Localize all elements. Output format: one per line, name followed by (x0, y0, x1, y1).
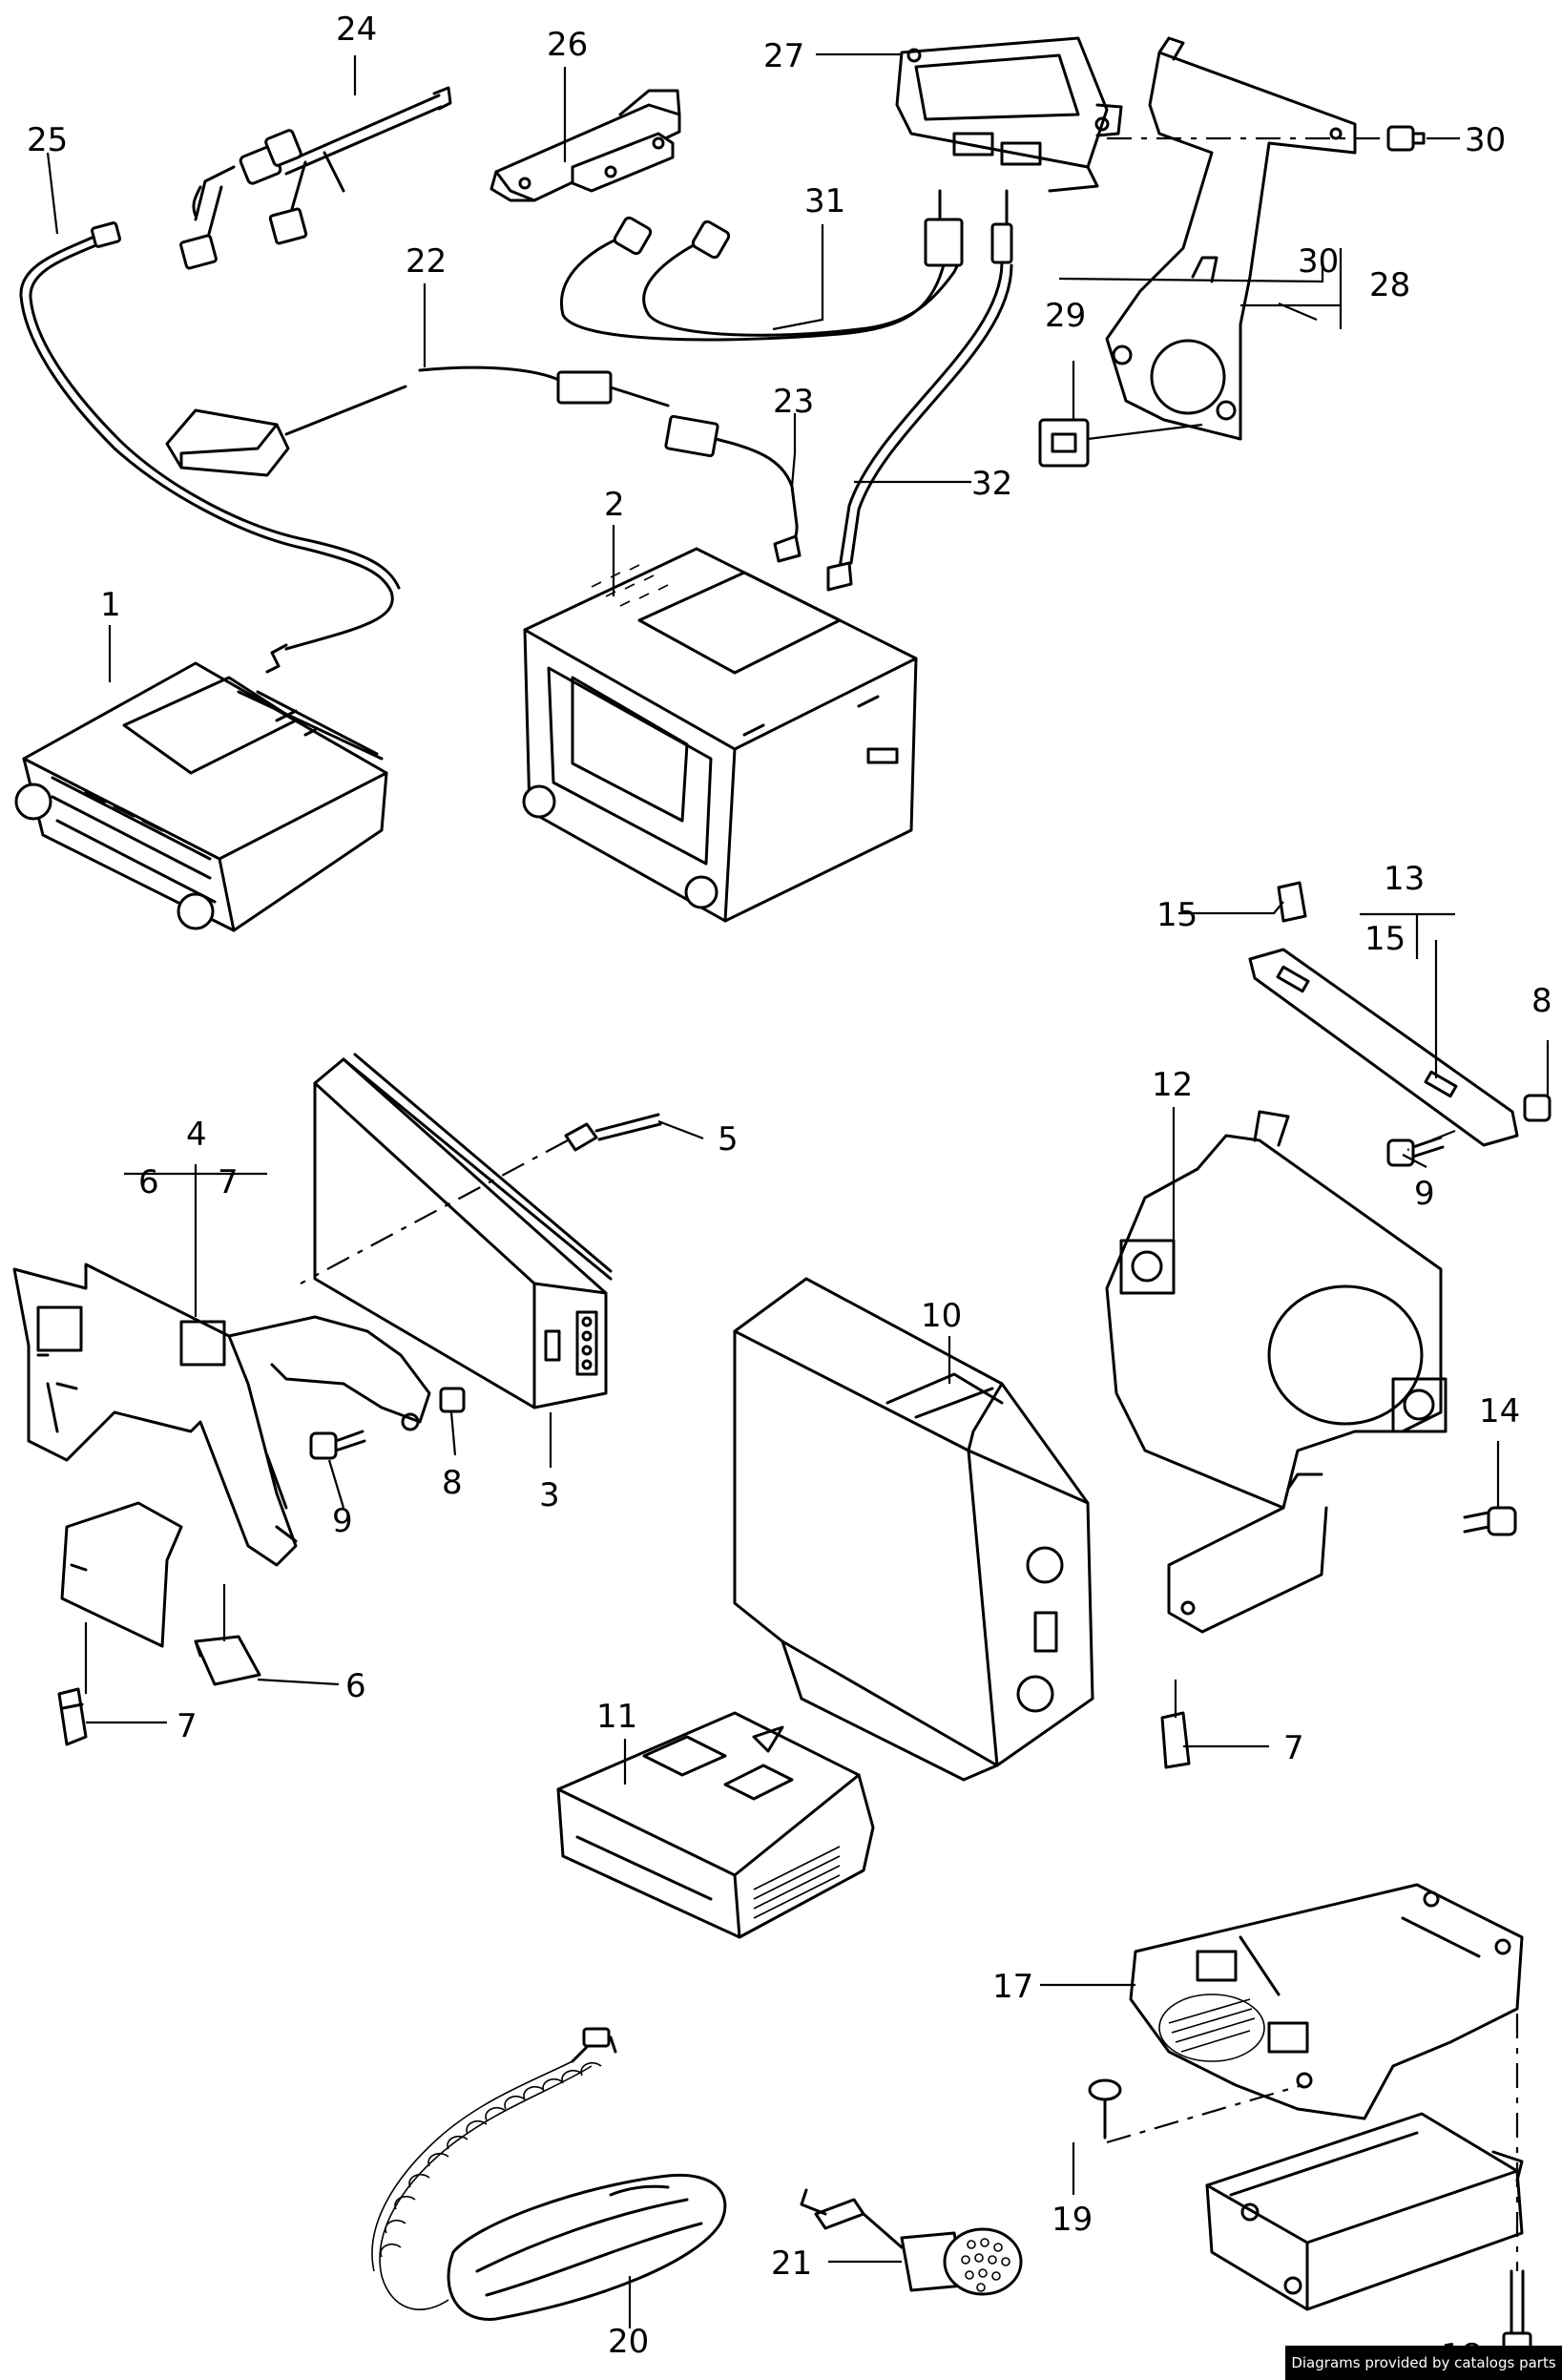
part-1-radio (14, 661, 388, 932)
callout-labels: 24 26 27 25 31 22 23 32 1 2 30 30 28 29 … (27, 10, 1552, 2375)
part-12-bracket (1105, 1110, 1447, 1634)
label-27: 27 (763, 37, 804, 75)
part-4-bracket (12, 1263, 431, 1567)
part-28-bracket (1105, 36, 1357, 441)
label-20: 20 (608, 2323, 649, 2361)
part-6-7-plate (60, 1501, 183, 1648)
part-8-nut-left (439, 1387, 466, 1413)
part-7-clip-left (57, 1687, 88, 1746)
label-2: 2 (604, 486, 625, 524)
label-13: 13 (1384, 860, 1425, 898)
part-31-cable (560, 189, 1013, 342)
label-30-bracket: 30 (1298, 242, 1339, 281)
part-9-screw-left (309, 1430, 366, 1460)
label-25: 25 (27, 121, 68, 159)
label-7-right: 7 (1283, 1729, 1304, 1767)
label-5: 5 (718, 1120, 739, 1159)
part-22-antenna-lead (165, 365, 670, 477)
part-27-control-module (895, 36, 1123, 193)
part-29-switch (1038, 418, 1090, 468)
label-8-right: 8 (1531, 982, 1552, 1020)
part-17-mounting-plate (1129, 1883, 1524, 2120)
label-23: 23 (773, 383, 814, 421)
part-20-handset (371, 2027, 727, 2321)
part-25-antenna-cable (19, 221, 401, 674)
part-30-nut (1386, 125, 1426, 152)
label-7-bracket: 7 (218, 1163, 239, 1201)
label-28: 28 (1369, 266, 1410, 304)
label-10: 10 (921, 1297, 962, 1335)
part-7-clip-right (1160, 1711, 1191, 1769)
part-19-pin (1088, 2078, 1122, 2140)
label-6-bracket: 6 (138, 1163, 159, 1201)
label-4: 4 (186, 1116, 207, 1154)
part-32-cable (826, 261, 1013, 592)
label-24: 24 (336, 10, 377, 49)
part-15-clip (1277, 881, 1307, 923)
label-12: 12 (1152, 1066, 1193, 1104)
label-9-right: 9 (1414, 1175, 1435, 1213)
label-30-top: 30 (1465, 121, 1506, 159)
label-15-bracket: 15 (1364, 920, 1406, 958)
part-2-navigation-unit (522, 547, 918, 923)
part-11-cd-magazine (556, 1711, 875, 1939)
label-19: 19 (1052, 2201, 1093, 2239)
label-11: 11 (596, 1698, 637, 1736)
label-15-clip: 15 (1156, 896, 1198, 934)
part-26-antenna-amplifier (489, 89, 681, 202)
part-24-harness (179, 86, 452, 270)
part-5-screw (564, 1113, 662, 1152)
control-box (1205, 2112, 1524, 2311)
diagram-credit: Diagrams provided by catalogs parts (1285, 2346, 1562, 2380)
part-14-screw (1463, 1506, 1517, 1536)
part-21-microphone (800, 2188, 1023, 2296)
part-10-main-unit (733, 1277, 1094, 1782)
label-29: 29 (1045, 297, 1086, 335)
part-23-antenna-lead (664, 414, 802, 563)
part-6-clip (194, 1635, 261, 1686)
label-31: 31 (804, 182, 845, 220)
label-6-clip: 6 (345, 1667, 366, 1705)
label-1: 1 (100, 586, 121, 624)
part-13-strip (1248, 948, 1519, 1147)
label-32: 32 (971, 465, 1012, 503)
label-7-left: 7 (177, 1707, 198, 1745)
label-14: 14 (1479, 1392, 1520, 1430)
label-26: 26 (547, 26, 588, 64)
leader-lines (46, 52, 1550, 2357)
part-3-cd-changer (313, 1053, 613, 1409)
label-9-left: 9 (332, 1502, 353, 1540)
label-17: 17 (992, 1968, 1033, 2006)
assembly-lines (300, 136, 1519, 2271)
part-8-nut-right (1523, 1094, 1552, 1122)
label-8-left: 8 (442, 1464, 463, 1502)
label-22: 22 (406, 242, 447, 281)
label-21: 21 (771, 2244, 812, 2283)
label-3: 3 (539, 1476, 560, 1514)
